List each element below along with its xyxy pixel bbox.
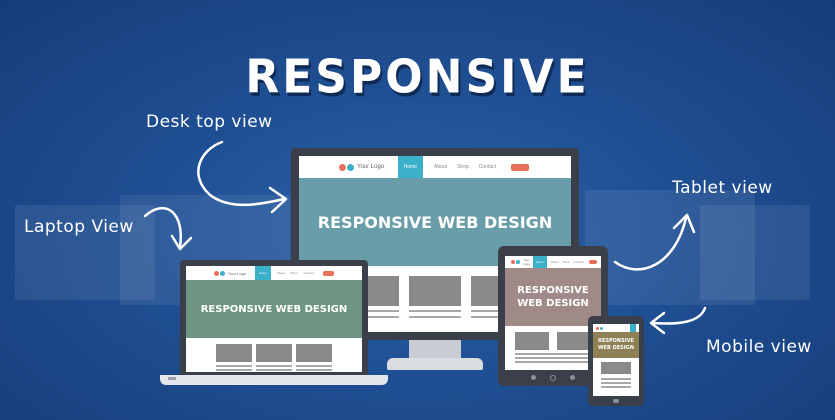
logo-text: Your Logo (228, 270, 247, 276)
nav-home[interactable]: Home (397, 156, 423, 178)
logo-text: Your Logo (357, 164, 385, 170)
nav-home[interactable]: Home (532, 256, 547, 268)
label-tablet-view: Tablet view (672, 178, 773, 198)
label-mobile-view: Mobile view (706, 337, 812, 357)
tablet-hero: RESPONSIVE WEB DESIGN (505, 268, 601, 326)
nav-button[interactable] (323, 270, 334, 276)
tablet-button-icon (570, 375, 575, 380)
nav-about[interactable]: About (434, 164, 448, 170)
nav-shop[interactable]: Shop (290, 271, 298, 275)
label-laptop-view: Laptop View (24, 217, 134, 237)
logo-icon (214, 270, 225, 276)
nav-contact[interactable]: Contact (478, 164, 496, 170)
logo-icon (511, 260, 520, 264)
nav-home[interactable]: Home (254, 266, 271, 280)
nav-contact[interactable]: Contact (303, 271, 314, 275)
laptop-hero: RESPONSIVE WEB DESIGN (186, 280, 362, 338)
tablet-button-icon (531, 375, 536, 380)
tablet-screen: Your Logo Home About Shop Contact RESPON… (505, 256, 601, 370)
mobile-home-icon (613, 399, 619, 403)
logo-icon (339, 163, 354, 171)
background-panel (585, 190, 755, 305)
menu-icon[interactable] (630, 324, 636, 332)
label-desktop-view: Desk top view (146, 112, 273, 132)
mobile-phone: RESPONSIVE WEB DESIGN (588, 316, 644, 406)
background-panel (15, 205, 155, 300)
laptop-screen: Your Logo Home About Shop Contact RESPON… (186, 266, 362, 372)
nav-button[interactable] (589, 260, 597, 264)
arrow-laptop-icon (143, 206, 183, 249)
laptop: Your Logo Home About Shop Contact RESPON… (160, 260, 388, 386)
mobile-screen: RESPONSIVE WEB DESIGN (593, 324, 639, 396)
arrow-mobile-icon (650, 306, 707, 325)
mobile-hero: RESPONSIVE WEB DESIGN (593, 332, 639, 358)
logo-text: Your Logo (523, 258, 530, 266)
arrow-desktop-icon (197, 140, 286, 207)
tablet-home-icon (550, 375, 556, 381)
nav-shop[interactable]: Shop (457, 164, 469, 170)
nav-button[interactable] (511, 163, 529, 171)
nav-about[interactable]: About (550, 260, 559, 264)
logo-icon (596, 326, 603, 330)
nav-about[interactable]: About (276, 271, 285, 275)
nav-shop[interactable]: Shop (562, 260, 570, 264)
background-panel (700, 205, 810, 300)
nav-contact[interactable]: Contact (573, 260, 584, 264)
page-title: RESPONSIVE (245, 50, 590, 105)
arrow-tablet-icon (613, 216, 688, 271)
